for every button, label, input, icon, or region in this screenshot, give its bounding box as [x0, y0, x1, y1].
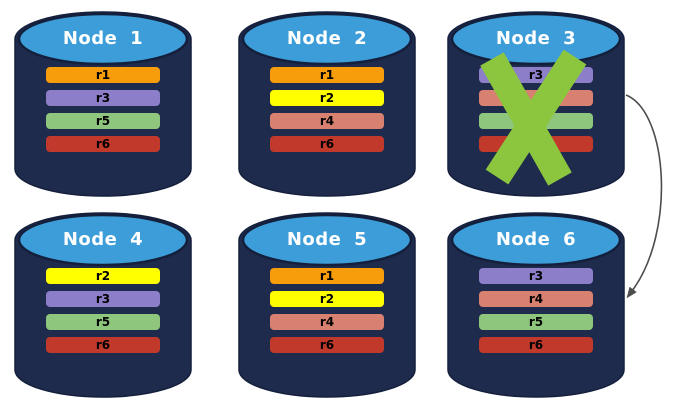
replica-bar: r6	[46, 337, 160, 353]
replica-bar: r5	[479, 314, 593, 330]
replica-label: r4	[319, 315, 335, 329]
replica-label: r3	[528, 68, 544, 82]
node-title: Node 5	[286, 229, 368, 250]
cylinder-top	[17, 12, 189, 66]
node-title: Node 1	[62, 28, 144, 49]
cylinder-top	[17, 213, 189, 267]
replica-label: r6	[95, 137, 111, 151]
cylinder-top	[450, 213, 622, 267]
replica-bar: r4	[479, 291, 593, 307]
replica-label: r5	[95, 315, 111, 329]
replica-label: r4	[528, 292, 544, 306]
replica-bar: r1	[270, 268, 384, 284]
node-title: Node 3	[495, 28, 577, 49]
replica-label: r3	[95, 292, 111, 306]
replica-bar: r5	[46, 113, 160, 129]
node-title: Node 2	[286, 28, 368, 49]
node-4: Node 4 r2 r3 r5 r6	[13, 209, 193, 399]
replica-label: r2	[95, 269, 111, 283]
replica-bar: r2	[270, 291, 384, 307]
replica-label: r3	[95, 91, 111, 105]
replica-bar: r1	[270, 67, 384, 83]
replica-label: r1	[319, 68, 335, 82]
node-6: Node 6 r3 r4 r5 r6	[446, 209, 626, 399]
replica-bar: r2	[46, 268, 160, 284]
replica-bar: r4	[270, 113, 384, 129]
replica-bar: r6	[46, 136, 160, 152]
cylinder-top	[450, 12, 622, 66]
replica-label: r6	[319, 338, 335, 352]
cylinder-top	[241, 213, 413, 267]
replica-bar: r3	[46, 90, 160, 106]
replica-bar: r3	[46, 291, 160, 307]
replica-label: r1	[95, 68, 111, 82]
node-5: Node 5 r1 r2 r4 r6	[237, 209, 417, 399]
arrow-curve	[625, 94, 663, 299]
replica-label: r5	[95, 114, 111, 128]
replica-bar: r3	[479, 268, 593, 284]
replica-label: r2	[319, 292, 335, 306]
node-2: Node 2 r1 r2 r4 r6	[237, 8, 417, 198]
replica-label: r6	[319, 137, 335, 151]
failure-x-icon	[480, 49, 587, 186]
replica-bar: r6	[479, 337, 593, 353]
node-3: Node 3 r3	[446, 8, 626, 198]
replica-label: r5	[528, 315, 544, 329]
node-title: Node 6	[495, 229, 577, 250]
replica-label: r2	[319, 91, 335, 105]
replica-bar: r5	[46, 314, 160, 330]
replica-bar: r4	[270, 314, 384, 330]
replica-label: r6	[528, 338, 544, 352]
replica-label: r4	[319, 114, 335, 128]
replica-bar: r2	[270, 90, 384, 106]
cylinder-top	[241, 12, 413, 66]
replica-label: r1	[319, 269, 335, 283]
replica-bar: r6	[270, 136, 384, 152]
replica-label: r3	[528, 269, 544, 283]
replica-bar: r1	[46, 67, 160, 83]
replica-bar: r6	[270, 337, 384, 353]
node-1: Node 1 r1 r3 r5 r6	[13, 8, 193, 198]
replica-label: r6	[95, 338, 111, 352]
node-title: Node 4	[62, 229, 144, 250]
